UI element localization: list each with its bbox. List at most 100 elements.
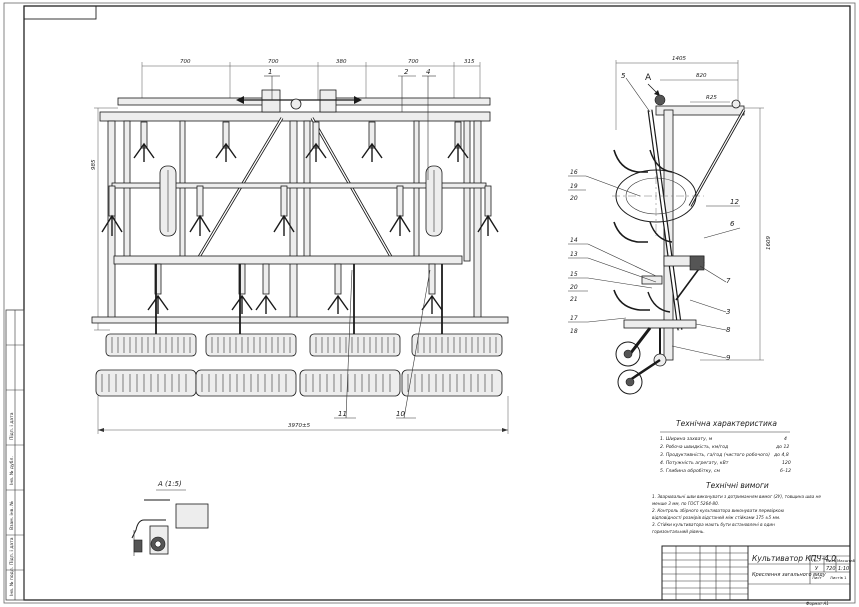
lower-frame-beam: [113, 255, 463, 265]
top-dim-5: 315: [464, 59, 475, 65]
profile-sub-dim: 820: [696, 73, 707, 79]
top-dimension-chain: 700 700 380 700 315: [141, 59, 481, 100]
p-callout-21: 21: [570, 296, 578, 303]
side-strip-label-1: Інв. № подл.: [9, 567, 15, 596]
specs-label-2: 2. Робоча швидкість, км/год: [660, 444, 728, 450]
top-frame-beam: [99, 111, 491, 122]
crumbler-rollers: [95, 333, 503, 397]
hitch-assembly: [236, 89, 362, 113]
specs-value-4: 120: [782, 460, 791, 466]
specs-row-1: 1. Ширина захвату, м 4: [660, 436, 787, 442]
profile-dimensions: 1405 820 R25 1609: [615, 56, 772, 361]
side-view-callouts: 1 2 4 11 10: [264, 68, 436, 419]
specs-label-1: 1. Ширина захвату, м: [660, 436, 713, 442]
specs-title: Технічна характеристика: [676, 419, 777, 428]
overall-width-dimension: 3970±5: [97, 396, 509, 434]
p-callout-20b: 20: [570, 284, 578, 291]
side-strip-label-5: Підп. і дата: [9, 412, 15, 440]
side-strip-label-3: Взам. інв. №: [9, 501, 15, 530]
specs-label-4: 4. Потужність агрегату, кВт: [660, 460, 729, 466]
profile-tines: [613, 149, 673, 313]
specs-label-3: 3. Продуктивність, га/год (чистого робоч…: [660, 452, 770, 458]
p-callout-19: 19: [570, 183, 578, 190]
detail-view-a: A (1:5): [131, 480, 209, 556]
title-block: Культиватор КПЧ-4,0 Креслення загального…: [661, 545, 856, 601]
specs-label-5: 5. Глибина обробітку, см: [660, 468, 721, 474]
p-callout-5: 5: [621, 72, 626, 80]
title-name: Культиватор КПЧ-4,0: [752, 554, 836, 563]
callout-11: 11: [338, 410, 347, 418]
overall-width-value: 3970±5: [288, 423, 311, 429]
requirement-line-3: 2. Контроль збірного культиватора викону…: [652, 508, 785, 513]
side-strip-label-2: Підп. і дата: [9, 537, 15, 565]
specs-value-2: до 12: [775, 444, 789, 450]
technical-requirements: Технічні вимоги 1. Зварювальні шви викон…: [652, 481, 821, 534]
bottom-rail: [91, 316, 509, 324]
col-header-mass: Маса: [826, 558, 836, 563]
p-callout-3: 3: [726, 308, 730, 316]
top-dim-4: 700: [408, 59, 419, 65]
p-callout-6: 6: [730, 220, 735, 228]
p-callout-17: 17: [570, 315, 578, 322]
col-header-scale: Масштаб: [837, 558, 856, 563]
specs-row-5: 5. Глибина обробітку, см 6–12: [660, 468, 791, 474]
drawing-frame: [3, 2, 856, 604]
specs-row-4: 4. Потужність агрегату, кВт 120: [660, 460, 791, 466]
height-dimension: 985: [91, 107, 118, 331]
sheet-count: Листів 1: [830, 575, 847, 580]
requirement-line-6: горизонтальний рівень.: [652, 529, 705, 534]
upper-tine-row: [133, 121, 469, 162]
p-callout-16: 16: [570, 169, 578, 176]
format-label: Формат А1: [806, 601, 829, 606]
roller-spring-stems: [155, 264, 443, 345]
requirement-line-4: відповідності розмірів відстаней між сті…: [652, 515, 780, 520]
profile-height-dim: 1609: [766, 236, 772, 250]
side-strip-label-4: Інв. № дубл.: [9, 456, 15, 485]
detail-label: A (1:5): [157, 480, 182, 488]
col-header-lit: Літ.: [812, 558, 819, 563]
front-beam-left: [117, 97, 279, 106]
col-value-lit: У: [815, 566, 819, 572]
p-callout-15: 15: [570, 271, 578, 278]
p-callout-20: 20: [570, 195, 578, 202]
profile-hitch-arm: [654, 94, 746, 207]
col-value-mass: 720: [826, 566, 836, 572]
requirement-line-1: 1. Зварювальні шви виконувати з дотриман…: [652, 494, 821, 499]
p-callout-7: 7: [726, 277, 731, 285]
top-dim-2: 700: [268, 59, 279, 65]
profile-callouts-right: 12 6 7 3 8 9: [671, 198, 741, 362]
p-callout-12: 12: [730, 198, 739, 206]
p-callout-14: 14: [570, 237, 578, 244]
side-revision-strip: Інв. № подл. Підп. і дата Взам. інв. № І…: [5, 309, 25, 601]
sheet-number: Лист: [812, 575, 822, 580]
profile-roller-arm: [615, 319, 697, 395]
p-callout-8: 8: [726, 326, 731, 334]
support-wheels: [159, 165, 443, 237]
technical-characteristics: Технічна характеристика 1. Ширина захват…: [660, 419, 791, 474]
middle-tine-row: [101, 185, 499, 236]
callout-1: 1: [268, 68, 272, 76]
profile-radius-dim: R25: [706, 95, 717, 101]
requirements-title: Технічні вимоги: [706, 481, 769, 490]
middle-beam: [111, 182, 487, 189]
view-letter-a: A: [645, 73, 652, 83]
callout-2: 2: [404, 68, 409, 76]
diagonal-braces: [194, 117, 396, 263]
callout-4: 4: [426, 68, 430, 76]
p-callout-13: 13: [570, 251, 578, 258]
specs-value-5: 6–12: [780, 468, 791, 474]
title-subtitle: Креслення загального виду: [752, 572, 827, 578]
top-dim-3: 380: [336, 59, 347, 65]
profile-view: 1405 820 R25 1609 A: [568, 56, 772, 395]
specs-value-3: до 4,8: [773, 452, 789, 458]
specs-value-1: 4: [784, 436, 787, 442]
requirement-line-5: 3. Стійки культиватора мають бути встано…: [652, 522, 775, 527]
lower-tine-row: [147, 263, 443, 314]
p-callout-18: 18: [570, 328, 578, 335]
profile-top-dim: 1405: [672, 56, 686, 62]
specs-row-2: 2. Робоча швидкість, км/год до 12: [660, 444, 789, 450]
specs-row-3: 3. Продуктивність, га/год (чистого робоч…: [660, 452, 789, 458]
height-dim-value: 985: [91, 159, 97, 170]
p-callout-9: 9: [726, 354, 731, 362]
